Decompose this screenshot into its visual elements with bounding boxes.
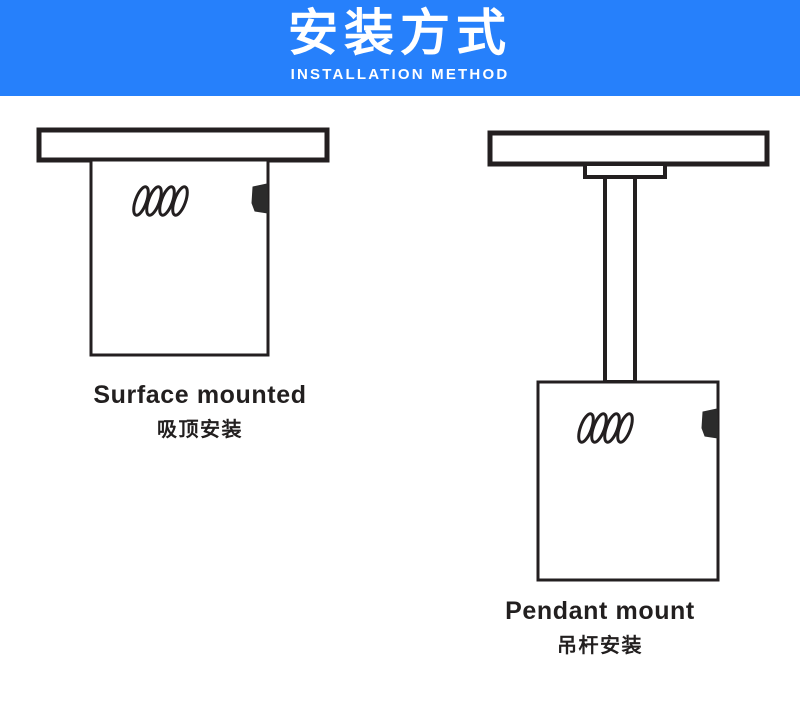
caption-pendant-mount: Pendant mount 吊杆安装 [400,596,800,659]
ceiling-bar [36,127,330,163]
diagram-surface-mounted: Surface mounted 吸顶安装 [0,96,400,719]
page-subtitle: INSTALLATION METHOD [290,66,510,83]
ceiling-bar [487,130,770,167]
coil-marks [577,412,634,444]
caption-surface-mounted: Surface mounted 吸顶安装 [0,380,400,443]
side-tab [701,408,719,439]
drop-rod [603,175,637,384]
caption-zh-surface-mounted: 吸顶安装 [157,417,243,441]
caption-en-pendant-mount: Pendant mount [505,597,695,625]
diagram-pendant-mount: Pendant mount 吊杆安装 [400,96,800,719]
pendant-mount-illustration [487,130,770,582]
caption-zh-pendant-mount: 吊杆安装 [557,633,643,657]
page-title: 安装方式 [288,4,512,62]
coil-marks [132,185,189,217]
side-tab [251,183,269,214]
surface-mounted-illustration [36,127,330,357]
fixture-body [536,380,720,582]
page-header-banner: 安装方式 INSTALLATION METHOD [0,0,800,96]
caption-en-surface-mounted: Surface mounted [93,381,307,409]
diagram-stage: Surface mounted 吸顶安装 Pen [0,96,800,719]
